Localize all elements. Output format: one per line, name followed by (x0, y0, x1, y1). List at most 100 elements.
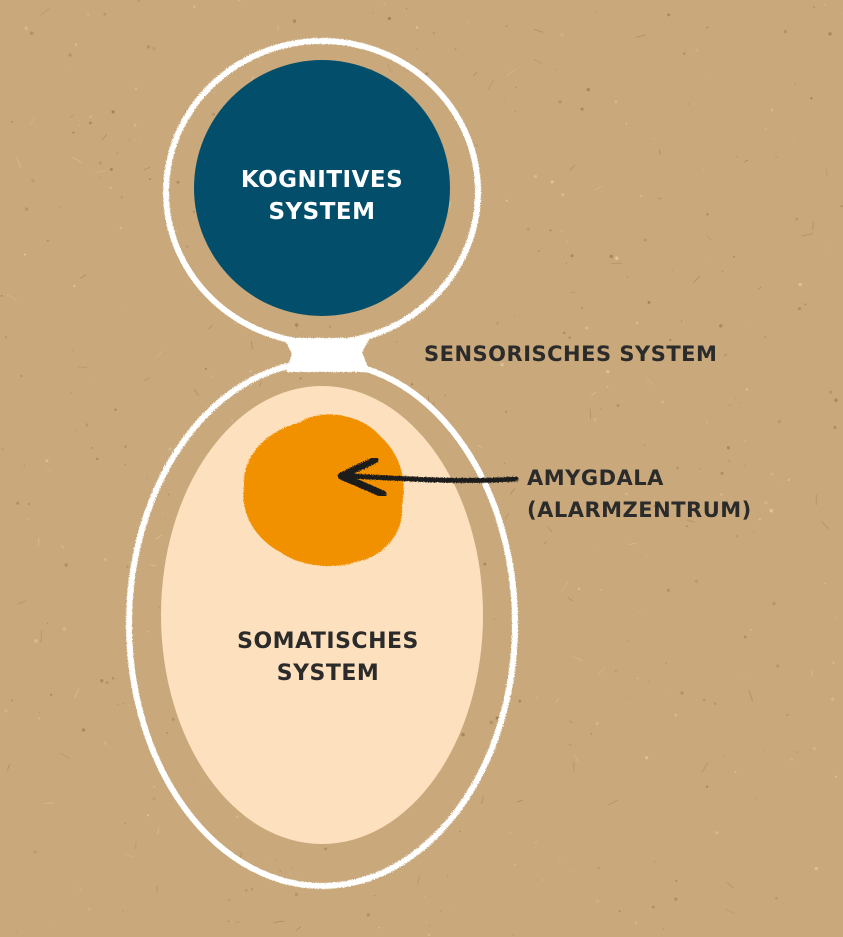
paper-speckle (687, 103, 690, 105)
paper-speckle (46, 622, 49, 625)
paper-speckle (383, 3, 386, 6)
paper-fiber (77, 366, 88, 369)
paper-speckle (586, 87, 591, 92)
paper-speckle (509, 831, 512, 834)
paper-speckle (783, 30, 787, 34)
paper-fiber (7, 294, 17, 301)
paper-fiber (143, 377, 150, 381)
paper-fiber (686, 519, 696, 523)
paper-speckle (87, 907, 91, 911)
paper-speckle (514, 864, 516, 866)
paper-fiber (571, 656, 582, 660)
paper-speckle (694, 579, 699, 583)
paper-speckle (211, 112, 216, 116)
paper-speckle (432, 402, 436, 405)
paper-speckle (645, 756, 649, 760)
paper-speckle (653, 860, 656, 863)
paper-fiber (597, 667, 605, 675)
paper-fiber (80, 274, 87, 279)
paper-speckle (213, 92, 215, 94)
paper-speckle (87, 378, 90, 381)
paper-speckle (120, 196, 123, 199)
paper-speckle (236, 815, 239, 819)
paper-speckle (500, 362, 504, 367)
paper-speckle (600, 408, 602, 411)
paper-speckle (653, 499, 655, 501)
paper-speckle (466, 21, 469, 24)
somatic-system-label: SOMATISCHES SYSTEM (165, 626, 491, 690)
paper-speckle (46, 239, 50, 242)
paper-speckle (593, 418, 597, 421)
paper-fiber (573, 755, 579, 762)
paper-speckle (276, 42, 278, 44)
paper-speckle (558, 100, 562, 104)
paper-fiber (387, 63, 392, 72)
paper-speckle (596, 551, 598, 553)
paper-speckle (764, 336, 767, 339)
paper-speckle (73, 284, 76, 288)
paper-speckle (625, 122, 628, 125)
paper-speckle (565, 262, 568, 264)
paper-speckle (279, 869, 282, 872)
paper-speckle (299, 376, 302, 380)
paper-speckle (663, 928, 665, 930)
paper-fiber (810, 670, 813, 677)
paper-fiber (69, 114, 75, 119)
paper-speckle (424, 895, 426, 898)
paper-speckle (824, 4, 826, 6)
paper-fiber (60, 544, 65, 549)
paper-speckle (510, 617, 512, 620)
paper-speckle (711, 261, 713, 263)
paper-speckle (95, 457, 99, 461)
paper-speckle (425, 71, 429, 76)
paper-speckle (616, 403, 620, 408)
paper-speckle (585, 326, 589, 330)
paper-speckle (227, 920, 230, 923)
paper-speckle (444, 394, 446, 396)
paper-speckle (161, 513, 164, 515)
paper-fiber (94, 170, 106, 173)
paper-fiber (753, 796, 758, 800)
paper-fiber (74, 688, 80, 698)
paper-speckle (841, 12, 843, 14)
paper-speckle (387, 16, 392, 21)
paper-speckle (777, 419, 782, 424)
paper-speckle (565, 240, 569, 243)
paper-speckle (259, 61, 261, 63)
paper-speckle (569, 508, 571, 511)
paper-speckle (196, 294, 198, 297)
paper-speckle (38, 717, 41, 720)
paper-speckle (294, 323, 299, 327)
paper-fiber (71, 349, 73, 353)
paper-speckle (244, 888, 248, 892)
paper-speckle (122, 910, 124, 912)
paper-speckle (373, 894, 376, 897)
sensory-connector (284, 338, 370, 372)
paper-speckle (834, 398, 838, 402)
paper-speckle (24, 26, 29, 31)
paper-speckle (100, 679, 104, 683)
paper-speckle (770, 472, 774, 476)
paper-fiber (657, 197, 662, 200)
paper-fiber (533, 841, 539, 844)
paper-speckle (31, 179, 35, 183)
paper-speckle (834, 616, 836, 618)
paper-speckle (726, 446, 730, 450)
paper-fiber (259, 380, 262, 387)
paper-speckle (614, 100, 618, 104)
paper-speckle (661, 400, 665, 404)
paper-speckle (743, 635, 747, 639)
paper-fiber (193, 389, 200, 396)
paper-speckle (134, 87, 138, 91)
paper-speckle (505, 410, 508, 413)
paper-speckle (772, 601, 776, 606)
paper-fiber (46, 469, 51, 472)
cognitive-label-line1: KOGNITIVES (240, 167, 404, 193)
paper-speckle (626, 640, 629, 643)
paper-speckle (626, 276, 629, 278)
paper-speckle (790, 757, 794, 761)
paper-speckle (440, 910, 442, 912)
paper-speckle (505, 199, 508, 202)
paper-speckle (724, 353, 728, 357)
paper-fiber (17, 600, 27, 605)
